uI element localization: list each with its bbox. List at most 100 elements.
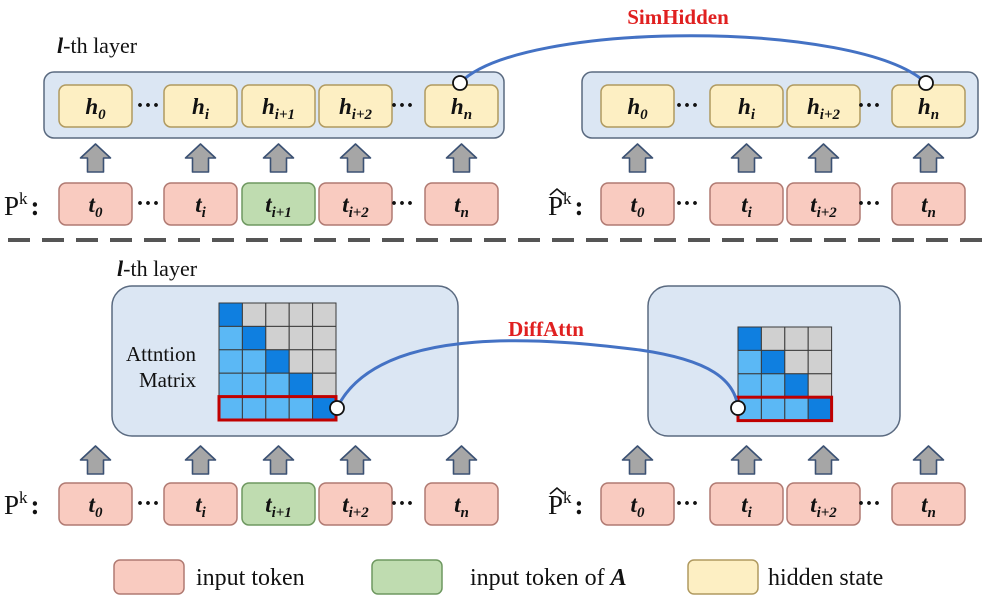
bottom-left-token-3-sub: i+2 <box>349 505 370 521</box>
bottom-right-prompt-base: P <box>548 490 563 520</box>
right-attention-matrix-cell-3-3 <box>807 396 833 422</box>
top-right-hidden-0-box <box>600 84 675 128</box>
matrix-label-line1: Attntion <box>126 342 197 366</box>
top-right-hidden-1-sub: i <box>751 107 756 123</box>
bottom-layer-label-index: l <box>117 256 124 281</box>
legend-label-hidden: hidden state <box>768 565 883 591</box>
top-left-hidden-0-label: h0 <box>85 94 106 123</box>
top-right-token-1-box <box>709 182 784 226</box>
bottom-left-token-0-base: t <box>89 492 96 517</box>
top-right-token-2-box <box>786 182 861 226</box>
bottom-right-prompt-colon: : <box>575 490 584 520</box>
top-right-token-3-box <box>891 182 966 226</box>
bottom-layer-label: l-th layer <box>117 256 198 281</box>
bottom-right-token-ellipsis-1: ··· <box>857 491 881 517</box>
bottom-left-token-4-label: tn <box>454 492 469 521</box>
bottom-left-token-1: ti <box>163 482 238 526</box>
right-attention-matrix-cell-1-3 <box>807 349 833 375</box>
bottom-left-prompt-base: P <box>4 490 19 520</box>
legend-swatch-answer <box>371 559 443 595</box>
top-left-hidden-2-box <box>241 84 316 128</box>
top-right-token-0: t0 <box>600 182 675 226</box>
top-right-prompt-base: P <box>548 191 563 221</box>
top-left-hidden-3-label: hi+2 <box>339 94 373 123</box>
bottom-left-token-0: t0 <box>58 482 133 526</box>
diffattn-label: DiffAttn <box>508 317 584 341</box>
top-left-token-0-sub: 0 <box>95 205 103 221</box>
legend-swatch-input <box>113 559 185 595</box>
top-left-arrow-4 <box>445 143 478 173</box>
left-attention-matrix-cell-1-1 <box>241 325 267 351</box>
top-left-token-4-base: t <box>454 192 461 217</box>
right-attention-matrix-cell-1-0 <box>737 349 762 375</box>
top-left-hidden-0: h0 <box>58 84 133 128</box>
bottom-left-token-0-sub: 0 <box>95 505 103 521</box>
top-left-token-4: tn <box>424 182 499 226</box>
top-right-hidden-3-sub: n <box>931 107 939 123</box>
bottom-right-token-0-box <box>600 482 675 526</box>
right-attention-matrix-cell-0-0 <box>737 326 762 351</box>
bottom-left-arrow-3 <box>339 445 372 475</box>
top-left-arrow-2 <box>262 143 295 173</box>
top-left-hidden-2-base: h <box>262 94 275 119</box>
top-left-hidden-0-box <box>58 84 133 128</box>
bottom-left-token-3-box <box>318 482 393 526</box>
bottom-left-token-1-sub: i <box>202 505 207 521</box>
top-right-prompt-hat <box>549 187 565 196</box>
left-attention-matrix-cell-2-1 <box>241 349 267 374</box>
bottom-left-token-1-box <box>163 482 238 526</box>
bottom-right-token-1-label: ti <box>741 492 752 521</box>
bottom-left-prompt-colon: : <box>31 490 40 520</box>
top-left-hidden-1-base: h <box>192 94 205 119</box>
top-right-token-1-sub: i <box>748 205 753 221</box>
bottom-left-token-3-label: ti+2 <box>342 492 369 521</box>
right-attention-matrix-cell-1-1 <box>760 349 786 375</box>
bottom-left-token-3: ti+2 <box>318 482 393 526</box>
right-attention-matrix-cell-3-1 <box>760 396 786 422</box>
bottom-right-token-3-label: tn <box>921 492 936 521</box>
legend-label-input: input token <box>196 565 305 591</box>
diffattn-left-node <box>329 400 345 416</box>
top-layer-label-index: l <box>57 33 64 58</box>
bottom-right-arrow-3 <box>912 445 945 475</box>
top-left-hidden-2-sub: i+1 <box>275 107 295 123</box>
top-right-token-ellipsis-1: ··· <box>857 191 881 217</box>
top-right-arrow-1 <box>730 143 763 173</box>
top-left-token-4-label: tn <box>454 192 469 221</box>
left-attention-matrix-cell-0-4 <box>312 302 337 327</box>
bottom-right-token-ellipsis-0: ··· <box>675 491 699 517</box>
bottom-left-arrow-1 <box>184 445 217 475</box>
bottom-left-token-1-label: ti <box>195 492 206 521</box>
top-right-arrow-2 <box>807 143 840 173</box>
bottom-left-token-2: ti+1 <box>241 482 316 526</box>
top-left-token-1-base: t <box>195 192 202 217</box>
top-left-hidden-2-label: hi+1 <box>262 94 295 123</box>
top-left-token-2-label: ti+1 <box>265 192 292 221</box>
top-right-hidden-3: hn <box>891 84 966 128</box>
bottom-layer-label-suffix: -th layer <box>123 256 198 281</box>
top-left-hidden-ellipsis-0: ··· <box>136 93 160 119</box>
top-right-hidden-0: h0 <box>600 84 675 128</box>
top-left-hidden-ellipsis-1: ··· <box>390 93 414 119</box>
right-attention-matrix-cell-0-1 <box>760 326 786 351</box>
top-right-hidden-1-label: hi <box>738 94 756 123</box>
left-attention-matrix-cell-1-0 <box>218 325 243 351</box>
bottom-right-token-1-sub: i <box>748 505 753 521</box>
legend-swatch-hidden <box>687 559 759 595</box>
top-right-prompt-colon: : <box>575 191 584 221</box>
bottom-left-token-3-base: t <box>342 492 349 517</box>
bottom-right-arrow-2 <box>807 445 840 475</box>
left-attention-matrix-cell-3-0 <box>218 372 243 398</box>
top-right-token-3: tn <box>891 182 966 226</box>
top-left-token-4-sub: n <box>461 205 469 221</box>
bottom-left-token-1-base: t <box>195 492 202 517</box>
left-attention-matrix-cell-2-2 <box>265 349 290 374</box>
top-right-arrow-3 <box>912 143 945 173</box>
right-attention-matrix-cell-2-1 <box>760 373 786 398</box>
top-left-token-3-label: ti+2 <box>342 192 369 221</box>
right-attention-matrix-cell-3-2 <box>784 396 809 422</box>
top-left-hidden-4-label: hn <box>451 94 472 123</box>
top-right-hidden-3-base: h <box>918 94 931 119</box>
bottom-left-token-ellipsis-0: ··· <box>136 491 160 517</box>
